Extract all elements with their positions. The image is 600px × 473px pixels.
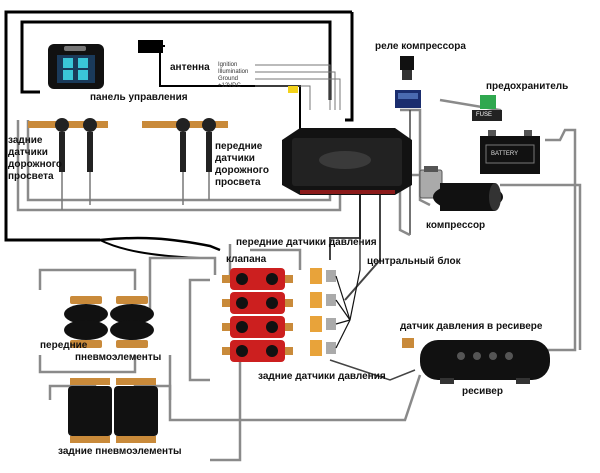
label-receiver: ресивер	[462, 386, 503, 397]
label-fuse: предохранитель	[486, 81, 569, 92]
label-control-panel: панель управления	[90, 92, 188, 103]
battery	[480, 130, 540, 174]
label-front-height-sensors: передние датчики дорожного просвета	[215, 141, 269, 188]
antenna-module	[138, 40, 163, 53]
label-antenna: антенна	[170, 62, 210, 73]
receiver-tank	[402, 338, 550, 384]
control-wires	[4, 10, 354, 259]
label-compressor: компрессор	[426, 220, 486, 231]
valve-block	[222, 268, 293, 362]
height-sensor-wires	[61, 172, 210, 210]
pressure-sensors	[310, 268, 336, 356]
label-rear-height-sensors: задние датчики дорожного просвета	[8, 135, 62, 182]
wire-label-ignition: Ignition	[218, 62, 238, 68]
front-air-springs	[64, 296, 154, 348]
label-front-pressure-sensors: передние датчики давления	[236, 237, 377, 248]
label-tank-pressure-sensor: датчик давления в ресивере	[400, 321, 543, 332]
compressor	[419, 166, 503, 211]
label-rear-air-springs: задние пневмоэлементы	[58, 446, 182, 457]
label-front-air-springs: передние пневмоэлементы	[40, 340, 162, 363]
label-central-unit: центральный блок	[367, 256, 461, 267]
height-sensor-bodies	[55, 118, 216, 172]
fuse	[472, 95, 502, 121]
fuse-tag: FUSE	[476, 112, 493, 118]
wire-label-ground: Ground	[218, 76, 239, 82]
sensor-wires	[335, 195, 361, 349]
compressor-relay	[395, 56, 421, 108]
power-leads	[255, 64, 341, 110]
rear-air-springs	[68, 378, 158, 443]
label-compressor-relay: реле компрессора	[375, 41, 466, 52]
battery-tag: BATTERY	[491, 151, 519, 157]
label-rear-pressure-sensors: задние датчики давления	[258, 371, 386, 382]
wire-label-12vdc: +12VDC	[218, 83, 241, 89]
central-unit	[282, 128, 412, 195]
lead-fuse-holder	[288, 86, 298, 93]
control-panel	[48, 44, 104, 89]
label-valves: клапана	[226, 254, 267, 265]
wire-label-illumination: Illumination	[218, 69, 249, 75]
